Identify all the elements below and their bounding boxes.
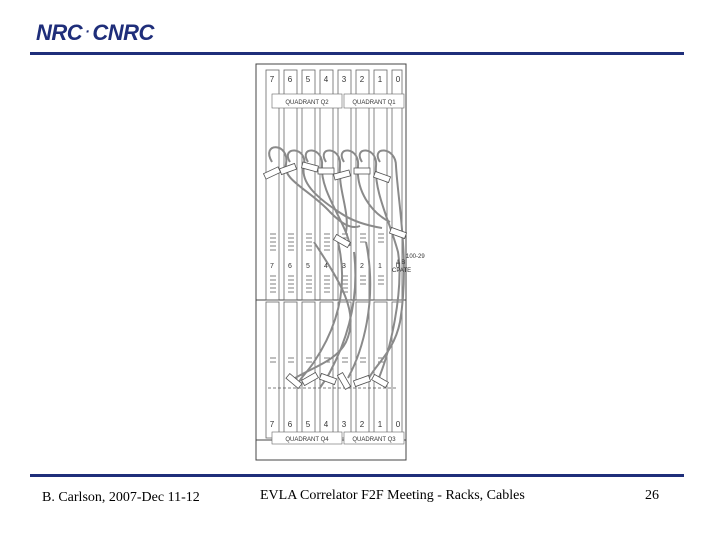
footer-title: EVLA Correlator F2F Meeting - Racks, Cab… [260,488,525,503]
slot-number: 3 [342,420,347,429]
connector [372,170,392,184]
slot-number: 6 [288,263,292,270]
page-number: 26 [645,488,659,503]
side-label: 100-29 A B CPATE [392,254,425,274]
logo-separator: · [85,23,90,39]
connector [301,371,319,387]
slot-number: 2 [360,420,365,429]
cable [297,241,344,385]
connector [371,373,389,389]
cable [268,146,361,228]
logo-cnrc-text: CNRC [92,20,154,45]
cable-connectors [262,161,408,390]
quadrant-q1-label: QUADRANT Q1 [352,100,396,106]
quadrant-q1-box [343,93,405,109]
slot-number: 1 [378,263,382,270]
side-label-line: 100-29 [406,254,425,260]
connector [352,374,372,388]
slot-number: 4 [324,75,329,84]
cable [322,149,348,233]
connector [285,372,303,390]
cable-bundle [268,146,405,389]
cable [291,241,352,381]
cable [286,149,383,229]
slot-number: 6 [288,75,293,84]
middle-slot-numbers: 7 6 5 4 3 2 1 0 [270,263,400,270]
slot-number: 1 [378,420,383,429]
top-slot-numbers: 7 6 5 4 3 2 1 0 [270,75,401,84]
slot-number: 3 [342,263,346,270]
slot-number: 0 [396,420,401,429]
slot-number: 0 [396,263,400,270]
footer-author-date: B. Carlson, 2007-Dec 11-12 [42,490,200,505]
slot-column [373,301,388,439]
footer-rule [30,474,684,477]
slot-number: 2 [360,263,364,270]
slot-number: 1 [378,75,383,84]
side-label-line: A B [396,260,405,266]
cable [347,241,372,379]
slot-column [283,301,298,439]
rack-frame [255,63,407,461]
slot-number: 4 [324,420,329,429]
slot-column [337,69,352,301]
slot-number: 4 [324,263,328,270]
connector [317,167,335,175]
connector [262,166,282,180]
connector [333,169,351,181]
slot-column [265,301,280,439]
slot-number: 2 [360,75,365,84]
slot-number: 5 [306,263,310,270]
slot-number: 6 [288,420,293,429]
header-rule [30,52,684,55]
slot-number: 7 [270,420,275,429]
quadrant-q3-label: QUADRANT Q3 [352,437,396,443]
quadrant-q3-box [343,431,405,445]
slot-column [355,69,370,301]
cable [304,149,351,247]
slot-number: 3 [342,75,347,84]
slot-column [319,69,334,301]
rack-cabling-diagram: 7 6 5 4 3 2 1 0 QUADRANT Q2 QUADRANT Q1 … [255,63,425,461]
connector [318,372,338,386]
connector [336,372,352,390]
quadrant-q2-label: QUADRANT Q2 [285,100,329,106]
cable [319,251,357,389]
slot-column [301,69,316,301]
connector [278,162,298,176]
side-label-line: CPATE [392,268,411,274]
slot-number: 7 [270,263,274,270]
slot-number: 7 [270,75,275,84]
quadrant-q4-box [271,431,343,445]
slot-column [265,69,280,301]
cable [340,149,391,223]
cable [358,149,401,381]
quadrant-q2-box [271,93,343,109]
bottom-slot-numbers: 7 6 5 4 3 2 1 0 [270,420,401,429]
quadrant-q4-label: QUADRANT Q4 [285,437,329,443]
connector [333,233,351,249]
connector [388,226,408,240]
nrc-cnrc-logo: NRC·CNRC [36,20,154,46]
slot-number: 5 [306,75,311,84]
slot-number: 5 [306,420,311,429]
slot-column [373,69,388,301]
slot-number: 0 [396,75,401,84]
logo-nrc-text: NRC [36,20,83,45]
connector [353,167,371,175]
